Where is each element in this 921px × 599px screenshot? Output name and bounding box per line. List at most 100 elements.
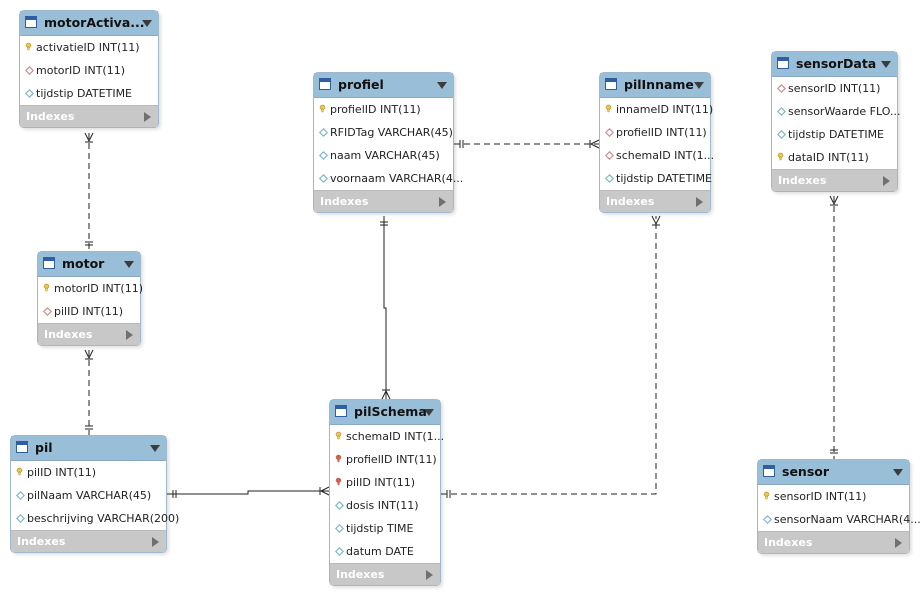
one-mandatory-marker: [85, 425, 93, 430]
column-row[interactable]: motorID INT(11): [38, 277, 143, 300]
column-row[interactable]: RFIDTag VARCHAR(45): [314, 121, 453, 144]
expand-arrow-icon[interactable]: [895, 538, 902, 548]
table-motoractivatie[interactable]: motorActiva...activatieID INT(11)motorID…: [19, 10, 159, 128]
column-row[interactable]: profielID INT(11): [330, 448, 440, 471]
column-icon: [15, 513, 26, 524]
table-icon: [25, 16, 37, 28]
column-row[interactable]: motorID INT(11): [20, 59, 158, 82]
column-row[interactable]: naam VARCHAR(45): [314, 144, 453, 167]
column-row[interactable]: schemaID INT(1...: [330, 425, 444, 448]
expand-arrow-icon[interactable]: [696, 197, 703, 207]
many-marker: [651, 215, 661, 226]
collapse-arrow-icon[interactable]: [124, 261, 134, 268]
column-row[interactable]: dosis INT(11): [330, 494, 440, 517]
relationship-pilschema-pilinname: [441, 216, 657, 495]
expand-arrow-icon[interactable]: [144, 112, 151, 122]
table-header[interactable]: motorActiva...: [20, 11, 158, 36]
table-header[interactable]: pil: [11, 436, 166, 461]
column-row[interactable]: tijdstip TIME: [330, 517, 440, 540]
collapse-arrow-icon[interactable]: [893, 469, 903, 476]
column-row[interactable]: sensorID INT(11): [758, 485, 909, 508]
column-label: RFIDTag VARCHAR(45): [330, 126, 453, 139]
collapse-arrow-icon[interactable]: [424, 409, 434, 416]
column-row[interactable]: tijdstip DATETIME: [20, 82, 158, 105]
column-row[interactable]: tijdstip DATETIME: [600, 167, 713, 190]
table-header[interactable]: sensorData: [772, 52, 897, 77]
table-header[interactable]: profiel: [314, 73, 453, 98]
foreign-key-icon: [604, 127, 615, 138]
primary-key-icon: [319, 104, 326, 113]
collapse-arrow-icon[interactable]: [437, 82, 447, 89]
primary-key-icon: [25, 42, 32, 51]
column-row[interactable]: pilID INT(11): [330, 471, 440, 494]
table-header[interactable]: pilInname: [600, 73, 710, 98]
column-row[interactable]: activatieID INT(11): [20, 36, 158, 59]
indexes-section[interactable]: Indexes: [758, 531, 909, 553]
table-icon: [43, 257, 55, 269]
collapse-arrow-icon[interactable]: [142, 20, 152, 27]
column-row[interactable]: pilID INT(11): [11, 461, 166, 484]
column-row[interactable]: pilNaam VARCHAR(45): [11, 484, 166, 507]
column-row[interactable]: datum DATE: [330, 540, 440, 563]
table-header[interactable]: pilSchema: [330, 400, 440, 425]
column-row[interactable]: schemaID INT(1...: [600, 144, 714, 167]
column-label: sensorWaarde FLO...: [788, 105, 901, 118]
column-row[interactable]: innameID INT(11): [600, 98, 713, 121]
primary-foreign-key-icon: [335, 477, 342, 486]
column-label: tijdstip DATETIME: [616, 172, 713, 185]
many-marker: [84, 349, 94, 360]
column-row[interactable]: profielID INT(11): [314, 98, 453, 121]
table-header[interactable]: sensor: [758, 460, 909, 485]
column-row[interactable]: sensorID INT(11): [772, 77, 897, 100]
column-icon: [318, 127, 329, 138]
expand-arrow-icon[interactable]: [152, 537, 159, 547]
indexes-section[interactable]: Indexes: [600, 190, 710, 212]
many-marker: [319, 486, 330, 496]
one-mandatory-marker: [380, 221, 388, 226]
column-label: tijdstip TIME: [346, 522, 414, 535]
collapse-arrow-icon[interactable]: [694, 82, 704, 89]
indexes-label: Indexes: [606, 195, 655, 208]
column-row[interactable]: profielID INT(11): [600, 121, 710, 144]
column-row[interactable]: sensorNaam VARCHAR(4...: [758, 508, 921, 531]
expand-arrow-icon[interactable]: [426, 570, 433, 580]
column-row[interactable]: dataID INT(11): [772, 146, 897, 169]
indexes-section[interactable]: Indexes: [314, 190, 453, 212]
indexes-section[interactable]: Indexes: [11, 530, 166, 552]
column-row[interactable]: voornaam VARCHAR(4...: [314, 167, 463, 190]
one-mandatory-marker: [172, 490, 177, 498]
table-header[interactable]: motor: [38, 252, 140, 277]
relationship-pil-pilschema: [167, 490, 329, 495]
expand-arrow-icon[interactable]: [126, 330, 133, 340]
column-row[interactable]: sensorWaarde FLO...: [772, 100, 901, 123]
collapse-arrow-icon[interactable]: [881, 61, 891, 68]
indexes-section[interactable]: Indexes: [20, 105, 158, 127]
indexes-label: Indexes: [336, 568, 385, 581]
column-label: pilID INT(11): [54, 305, 124, 318]
table-icon: [605, 78, 617, 90]
column-icon: [334, 546, 345, 557]
many-marker: [829, 195, 839, 206]
foreign-key-icon: [42, 306, 53, 317]
indexes-section[interactable]: Indexes: [38, 323, 140, 345]
column-icon: [604, 173, 615, 184]
expand-arrow-icon[interactable]: [883, 176, 890, 186]
relationship-profiel-pilschema: [383, 216, 387, 399]
column-label: tijdstip DATETIME: [788, 128, 885, 141]
indexes-section[interactable]: Indexes: [772, 169, 897, 191]
expand-arrow-icon[interactable]: [439, 197, 446, 207]
foreign-key-icon: [24, 65, 35, 76]
indexes-section[interactable]: Indexes: [330, 563, 440, 585]
column-row[interactable]: pilID INT(11): [38, 300, 140, 323]
collapse-arrow-icon[interactable]: [150, 445, 160, 452]
column-row[interactable]: tijdstip DATETIME: [772, 123, 897, 146]
column-row[interactable]: beschrijving VARCHAR(200): [11, 507, 179, 530]
